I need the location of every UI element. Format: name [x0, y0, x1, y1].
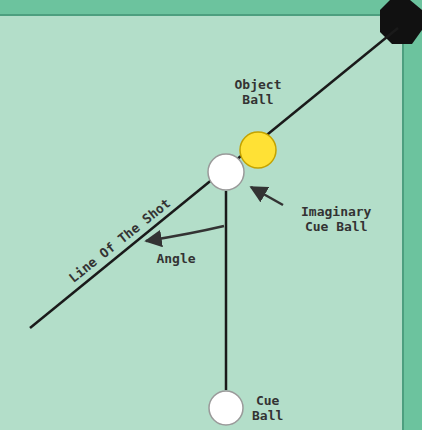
shot-line-label: Line Of The Shot: [66, 195, 173, 285]
ball-label: Cue Ball: [252, 393, 283, 423]
leader-arrow: [251, 187, 283, 205]
angle-label: Angle: [156, 251, 195, 266]
imaginary-cue-ball: Imaginary Cue Ball: [207, 153, 245, 191]
ball-outline: [239, 131, 277, 169]
ball-outline: [207, 153, 245, 191]
cue-ball: Cue Ball: [208, 390, 244, 426]
ball-label: Imaginary Cue Ball: [301, 204, 371, 234]
aim-line: [225, 191, 228, 390]
ball-outline: [208, 390, 244, 426]
line-of-shot: [30, 28, 398, 328]
object-ball: Object Ball: [239, 131, 277, 169]
rail-edge: [0, 14, 400, 16]
ball-label: Object Ball: [235, 77, 282, 107]
rail-edge: [402, 20, 404, 430]
ball: [208, 154, 244, 190]
angle-arrow: [146, 226, 224, 241]
ball: [240, 132, 276, 168]
ball: [209, 391, 243, 425]
right-rail: [403, 0, 422, 430]
top-rail: [0, 0, 422, 15]
